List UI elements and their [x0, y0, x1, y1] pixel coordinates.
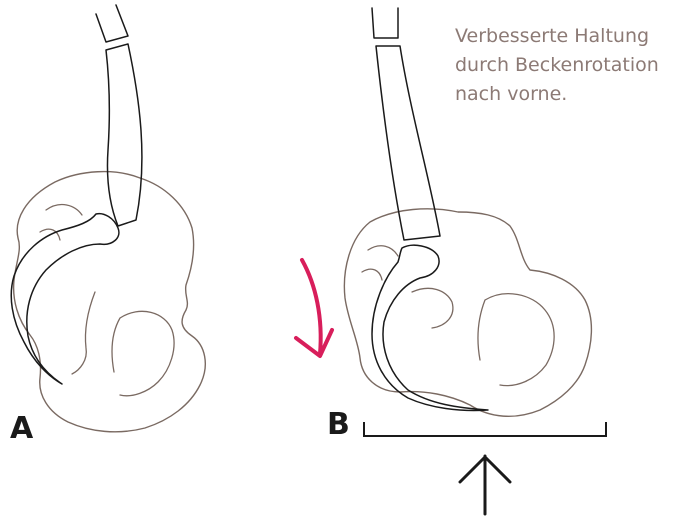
acetabulum-a — [112, 311, 174, 395]
pelvis-outline-b — [344, 209, 591, 417]
panel-a-label: A — [10, 414, 33, 444]
rotation-arrow-shaft — [302, 260, 321, 354]
spine-column-b — [376, 46, 440, 240]
pelvis-notch-a — [40, 205, 82, 240]
spine-upper-a — [96, 5, 128, 42]
caption-line-1: Verbesserte Haltung — [455, 22, 685, 51]
rotation-arrow-head — [296, 330, 332, 356]
sacrum-curve-a — [11, 214, 119, 384]
caption-line-2: durch Beckenrotation — [455, 51, 685, 80]
spine-upper-b — [372, 8, 398, 38]
sacrum-curve-b — [372, 245, 488, 410]
ilium-wing-b — [412, 288, 453, 328]
ground-bracket — [364, 422, 606, 436]
acetabulum-b — [478, 294, 554, 386]
pelvis-notch-b — [362, 246, 398, 280]
up-arrow-icon — [460, 456, 510, 514]
panel-a-figure — [11, 5, 205, 432]
pelvis-outline-a — [14, 172, 206, 432]
caption-line-3: nach vorne. — [455, 80, 685, 109]
ilium-wing-a — [72, 292, 95, 374]
caption-text: Verbesserte Haltung durch Beckenrotation… — [455, 22, 685, 109]
spine-column-a — [106, 44, 142, 226]
panel-b-label: B — [327, 410, 350, 440]
curved-arrow-icon — [296, 260, 332, 356]
